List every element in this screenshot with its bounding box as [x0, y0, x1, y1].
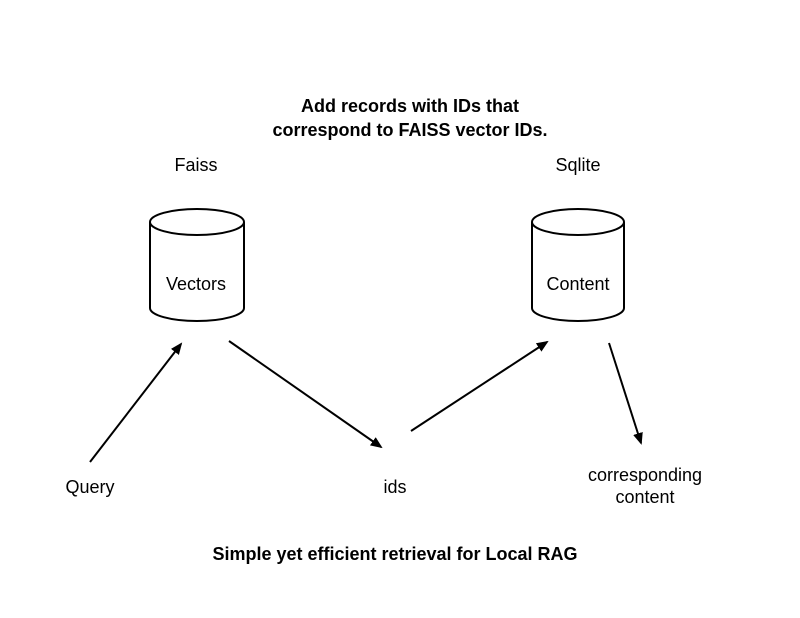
arrow-vectors-to-ids	[228, 340, 383, 449]
sqlite-title: Sqlite	[555, 155, 601, 175]
diagram-caption: Simple yet efficient retrieval for Local…	[212, 544, 578, 564]
diagram-header-line1: Add records with IDs that	[300, 96, 520, 116]
faiss-title: Faiss	[174, 155, 218, 175]
arrow-content-to-result	[608, 342, 643, 445]
query-node: Query	[65, 477, 115, 497]
sqlite-database-icon	[531, 208, 625, 322]
corresponding-content-line1: corresponding	[587, 465, 703, 485]
corresponding-content-line2: content	[615, 487, 675, 507]
faiss-database-icon	[149, 208, 245, 322]
vectors-label: Vectors	[165, 274, 227, 294]
diagram-header-line2: correspond to FAISS vector IDs.	[272, 120, 548, 140]
arrow-ids-to-content	[410, 340, 549, 432]
content-label: Content	[546, 274, 610, 294]
arrow-query-to-vectors	[89, 342, 183, 463]
ids-node: ids	[383, 477, 407, 497]
